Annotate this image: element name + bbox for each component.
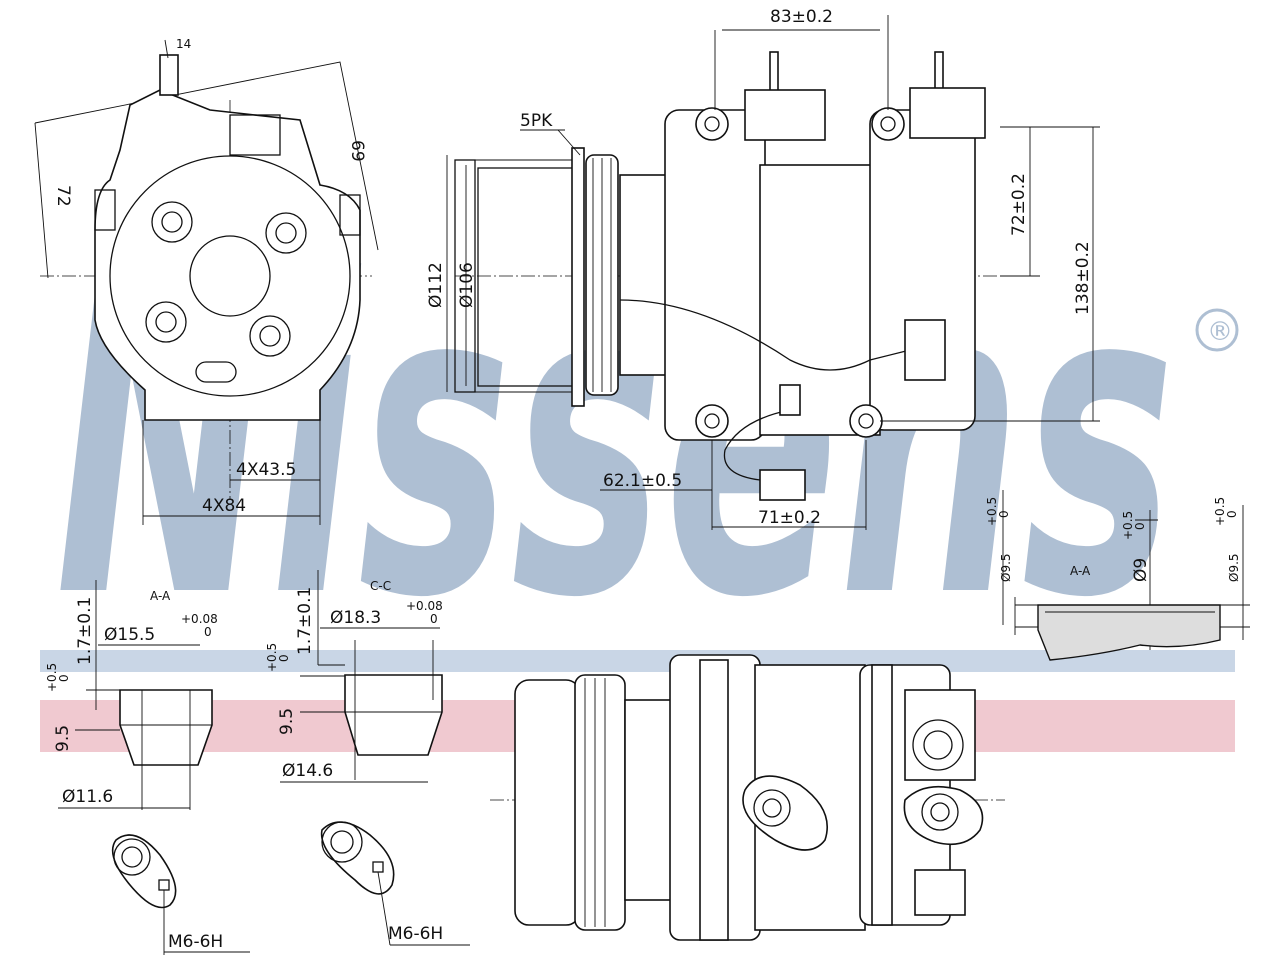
detail-dia-b-tol-low: 0 <box>1133 522 1147 530</box>
port2-dia-bottom: Ø14.6 <box>282 761 333 781</box>
dim-height-total: 138±0.2 <box>1073 241 1093 315</box>
side-view: 5PK 83±0.2 Ø112 Ø106 72±0.2 138±0.2 62.1… <box>426 7 1100 530</box>
dim-dia-outer: Ø112 <box>426 262 446 308</box>
port2-depth: 1.7±0.1 <box>295 587 315 655</box>
dim-belt: 5PK <box>520 111 553 131</box>
port2-top-code: C-C <box>370 579 391 593</box>
detail-dia-a-tol-low: 0 <box>997 510 1011 518</box>
detail-dia-a: Ø9.5 <box>999 553 1013 582</box>
port1-dia-top: Ø15.5 <box>104 625 155 645</box>
dim-offset-a: 62.1±0.5 <box>603 471 682 491</box>
port1-height: 9.5 <box>53 725 73 752</box>
port2-tol-top-low: 0 <box>430 612 438 626</box>
port1-depth: 1.7±0.1 <box>75 597 95 665</box>
detail-dia-c: Ø9.5 <box>1227 553 1241 582</box>
detail-dia-a-tol: +0.5 <box>985 497 999 526</box>
dim-bolt-inner: 4X43.5 <box>236 460 296 480</box>
port2-depth-tol: +0.5 <box>265 643 279 672</box>
detail-code: A-A <box>1070 564 1091 578</box>
dim-offset-b: 71±0.2 <box>758 508 821 528</box>
port2-thread: M6-6H <box>388 924 443 944</box>
detail-dia-c-tol-low: 0 <box>1225 510 1239 518</box>
detail-dia-b: Ø9 <box>1131 558 1151 582</box>
port1-tol-top: +0.08 <box>181 612 218 626</box>
detail-dia-c-tol: +0.5 <box>1213 497 1227 526</box>
dim-hose: 14 <box>176 37 191 51</box>
port-section-1: A-A 1.7±0.1 Ø15.5 +0.08 0 +0.5 0 9.5 Ø11… <box>45 580 250 955</box>
dim-top-width: 83±0.2 <box>770 7 833 27</box>
port1-dia-bottom: Ø11.6 <box>62 787 113 807</box>
port1-depth-tol-low: 0 <box>57 674 71 682</box>
port1-top-code: A-A <box>150 589 171 603</box>
registered-icon <box>1195 308 1239 352</box>
port1-depth-tol: +0.5 <box>45 663 59 692</box>
detail-dia-b-tol: +0.5 <box>1121 511 1135 540</box>
port1-tol-top-low: 0 <box>204 625 212 639</box>
dim-top-right: 69 <box>347 140 367 162</box>
dim-height-upper: 72±0.2 <box>1009 173 1029 236</box>
port2-depth-tol-low: 0 <box>277 654 291 662</box>
port-section-2: C-C 1.7±0.1 Ø18.3 +0.08 0 +0.5 0 9.5 Ø14… <box>265 570 470 946</box>
port2-tol-top: +0.08 <box>406 599 443 613</box>
port2-height: 9.5 <box>277 708 297 735</box>
bottom-view <box>490 654 1005 941</box>
dim-left: 72 <box>53 185 73 207</box>
port2-dia-top: Ø18.3 <box>330 608 381 628</box>
detail-section: A-A Ø9.5 +0.5 0 Ø9 +0.5 0 Ø9.5 +0.5 0 <box>985 490 1250 661</box>
dim-bolt-outer: 4X84 <box>202 496 246 516</box>
dim-dia-inner: Ø106 <box>457 262 477 308</box>
port1-thread: M6-6H <box>168 932 223 952</box>
front-view: 14 69 72 4X43.5 4X84 <box>34 37 379 525</box>
registered-mark: ® <box>1207 317 1233 347</box>
